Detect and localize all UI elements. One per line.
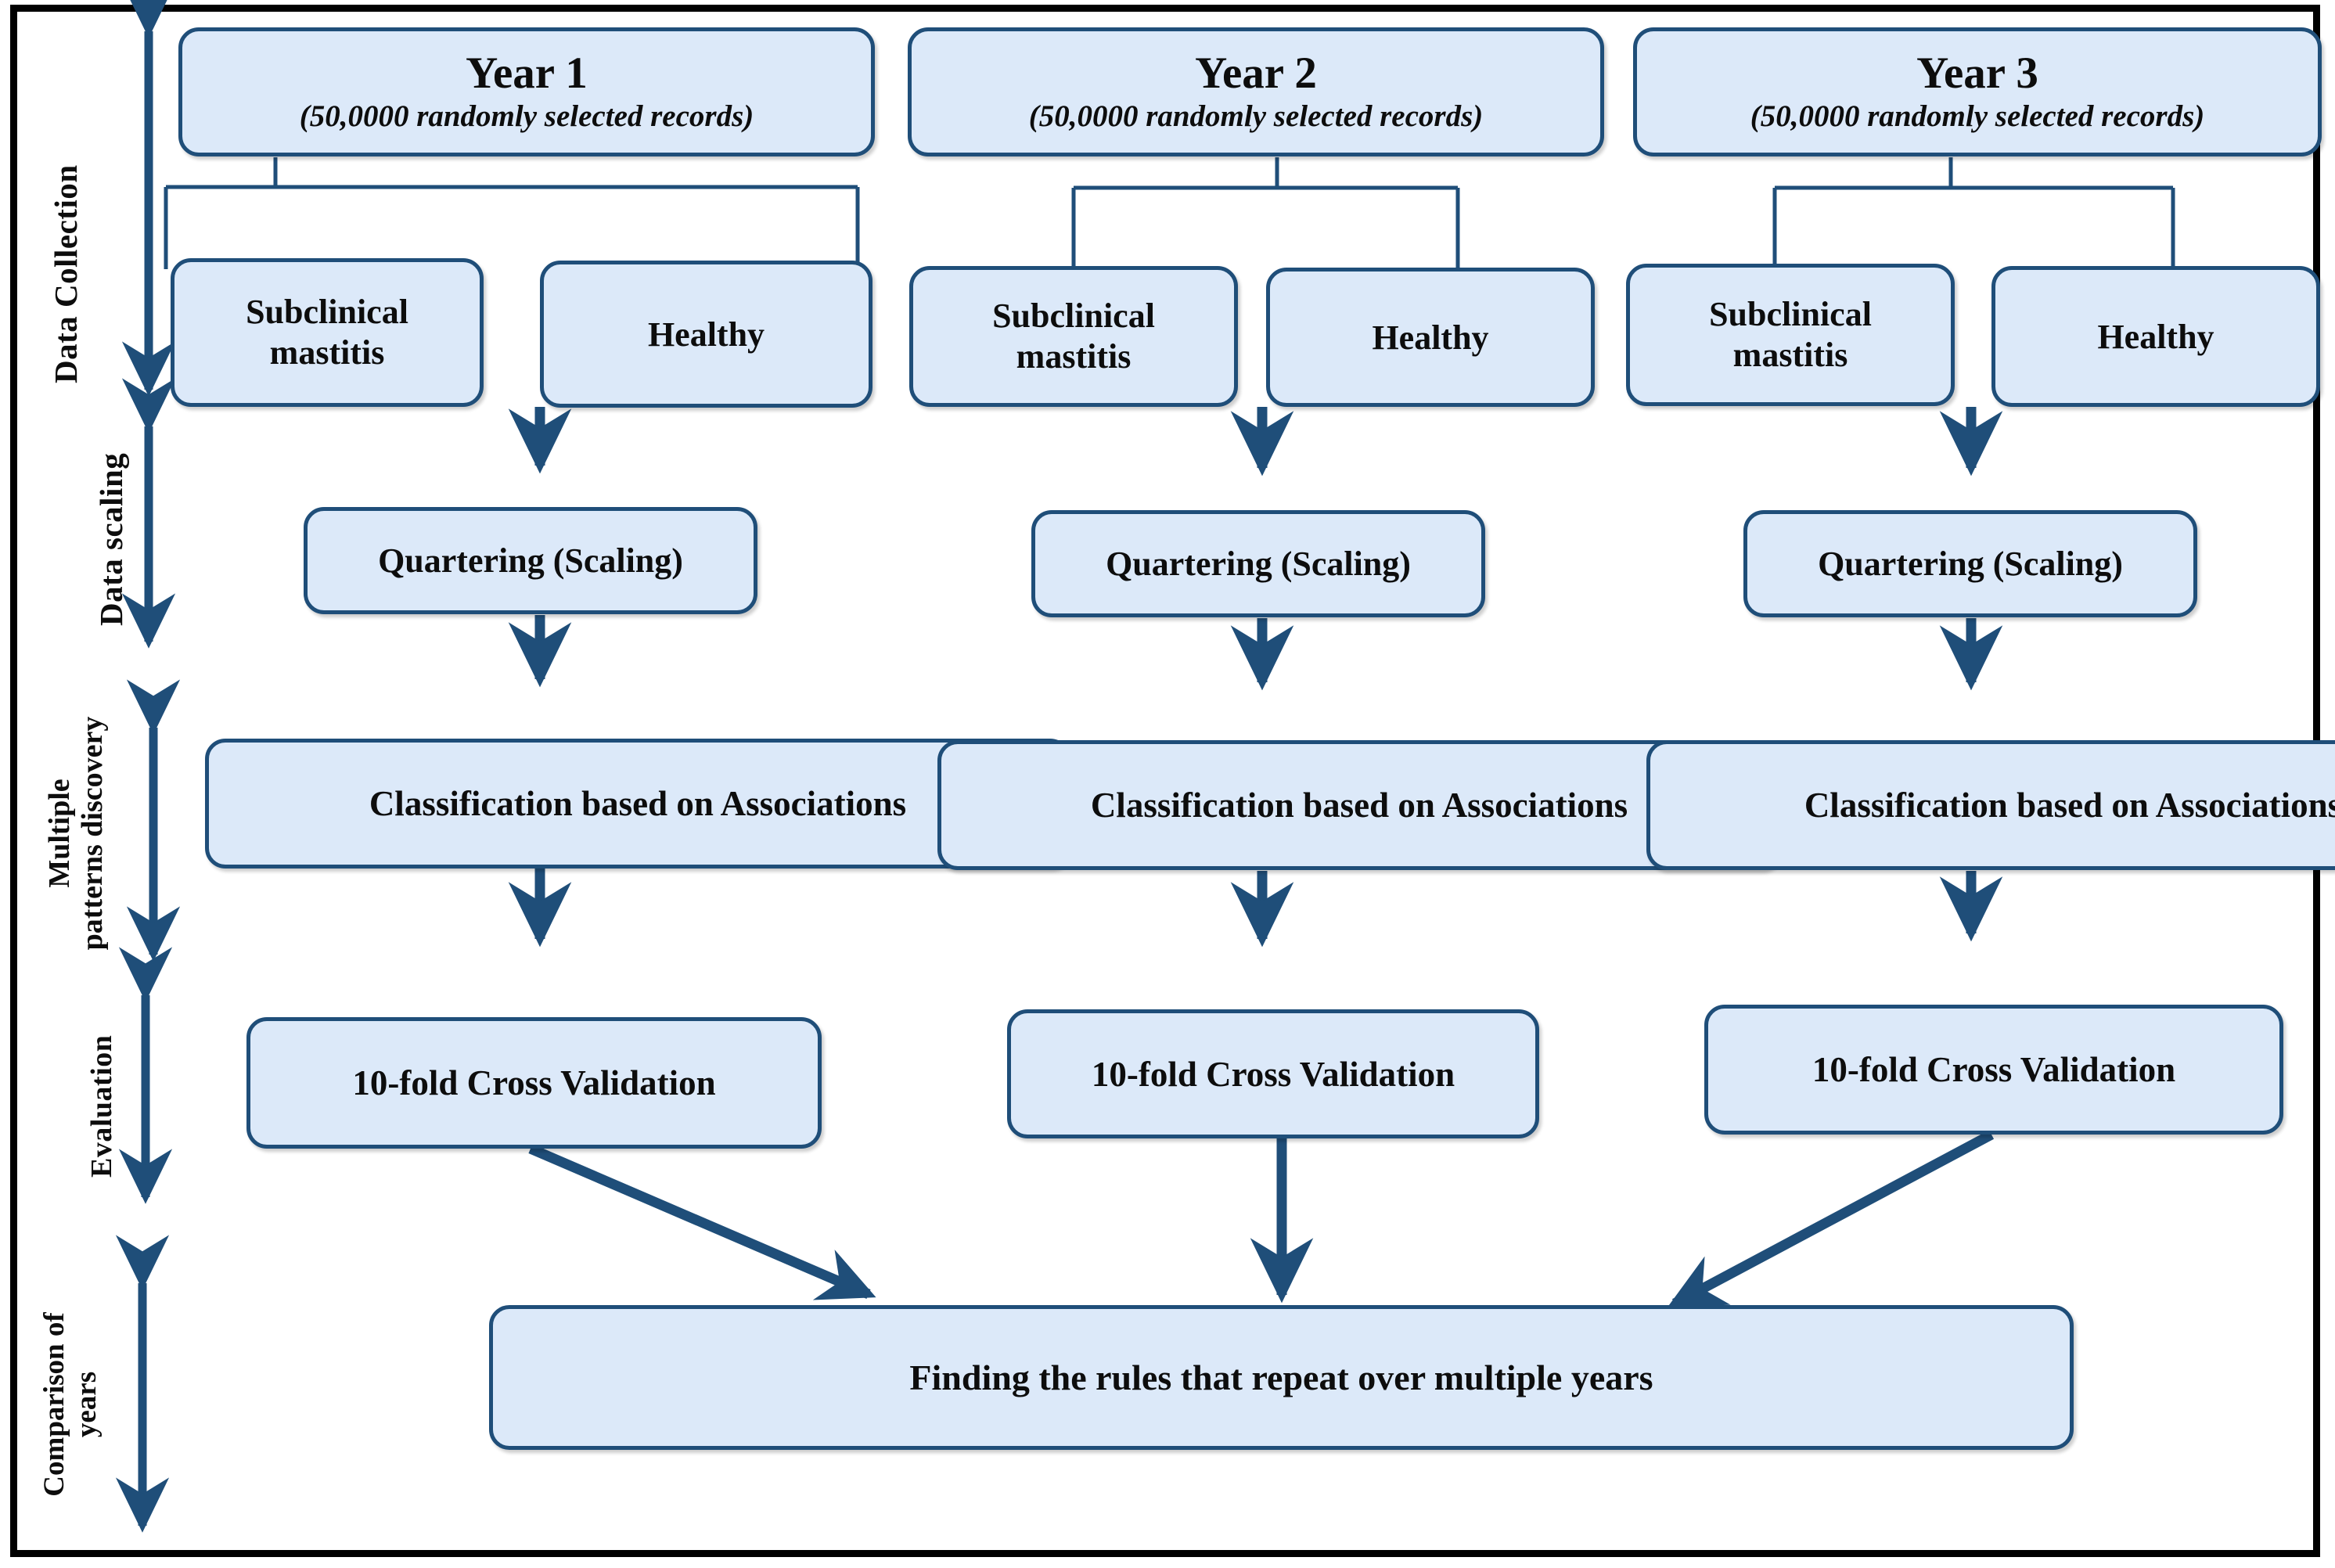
stage-label-data-collection: Data Collection	[48, 164, 84, 383]
branch-box-subclinical-mastitis-year-2[interactable]: Subclinical mastitis	[909, 266, 1238, 407]
branch-box-healthy-year-2[interactable]: Healthy	[1266, 268, 1595, 407]
branch-label-line-2: mastitis	[1016, 337, 1132, 376]
scaling-label: Quartering (Scaling)	[1818, 545, 2123, 583]
year-subtitle: (50,0000 randomly selected records)	[1028, 99, 1484, 133]
stage-label-line-2: patterns discovery	[75, 716, 109, 951]
branch-box-healthy-year-3[interactable]: Healthy	[1991, 266, 2320, 407]
year-box-year-3[interactable]: Year 3 (50,0000 randomly selected record…	[1633, 27, 2322, 156]
classification-box-year-3[interactable]: Classification based on Associations	[1646, 740, 2335, 870]
branch-label-line-1: Subclinical	[246, 293, 408, 332]
branch-label-line-2: mastitis	[1732, 336, 1848, 374]
evaluation-label: 10-fold Cross Validation	[1812, 1050, 2176, 1089]
evaluation-box-year-3[interactable]: 10-fold Cross Validation	[1704, 1005, 2283, 1135]
stage-label-line-2: years	[70, 1371, 103, 1438]
scaling-label: Quartering (Scaling)	[378, 541, 683, 580]
stage-label-multiple-patterns-discovery: Multiple patterns discovery	[43, 716, 110, 951]
year-title: Year 2	[1195, 48, 1317, 98]
stage-label-comparison-of-years: Comparison of years	[38, 1283, 103, 1526]
stage-label-line-1: Multiple	[43, 779, 76, 888]
scaling-label: Quartering (Scaling)	[1106, 545, 1411, 583]
branch-box-healthy-year-1[interactable]: Healthy	[540, 261, 872, 408]
evaluation-box-year-1[interactable]: 10-fold Cross Validation	[246, 1017, 822, 1149]
branch-label-line-1: Healthy	[647, 315, 765, 354]
year-box-year-1[interactable]: Year 1 (50,0000 randomly selected record…	[178, 27, 875, 156]
classification-label: Classification based on Associations	[369, 784, 907, 823]
year-box-year-2[interactable]: Year 2 (50,0000 randomly selected record…	[908, 27, 1604, 156]
evaluation-label: 10-fold Cross Validation	[1091, 1054, 1455, 1094]
branch-label-line-1: Subclinical	[992, 297, 1155, 336]
year-title: Year 1	[466, 48, 588, 98]
year-title: Year 3	[1916, 48, 2038, 98]
evaluation-label: 10-fold Cross Validation	[352, 1063, 716, 1102]
classification-label: Classification based on Associations	[1804, 786, 2335, 825]
year-subtitle: (50,0000 randomly selected records)	[299, 99, 754, 133]
final-box-finding-rules[interactable]: Finding the rules that repeat over multi…	[489, 1305, 2074, 1450]
year-subtitle: (50,0000 randomly selected records)	[1750, 99, 2205, 133]
evaluation-box-year-2[interactable]: 10-fold Cross Validation	[1007, 1009, 1539, 1138]
stage-label-line-1: Comparison of	[38, 1312, 70, 1497]
branch-box-subclinical-mastitis-year-3[interactable]: Subclinical mastitis	[1626, 264, 1955, 406]
scaling-box-year-2[interactable]: Quartering (Scaling)	[1031, 510, 1485, 617]
branch-box-subclinical-mastitis-year-1[interactable]: Subclinical mastitis	[171, 258, 484, 407]
branch-label-line-1: Subclinical	[1709, 295, 1872, 334]
classification-box-year-2[interactable]: Classification based on Associations	[937, 740, 1781, 870]
final-label: Finding the rules that repeat over multi…	[909, 1358, 1653, 1397]
stage-label-data-scaling: Data scaling	[93, 452, 129, 626]
scaling-box-year-3[interactable]: Quartering (Scaling)	[1743, 510, 2197, 617]
stage-label-evaluation: Evaluation	[85, 1034, 118, 1178]
branch-label-line-1: Healthy	[2097, 317, 2214, 356]
classification-box-year-1[interactable]: Classification based on Associations	[205, 739, 1070, 869]
branch-label-line-1: Healthy	[1372, 318, 1489, 357]
classification-label: Classification based on Associations	[1090, 786, 1628, 825]
scaling-box-year-1[interactable]: Quartering (Scaling)	[304, 507, 757, 614]
branch-label-line-2: mastitis	[269, 333, 385, 372]
